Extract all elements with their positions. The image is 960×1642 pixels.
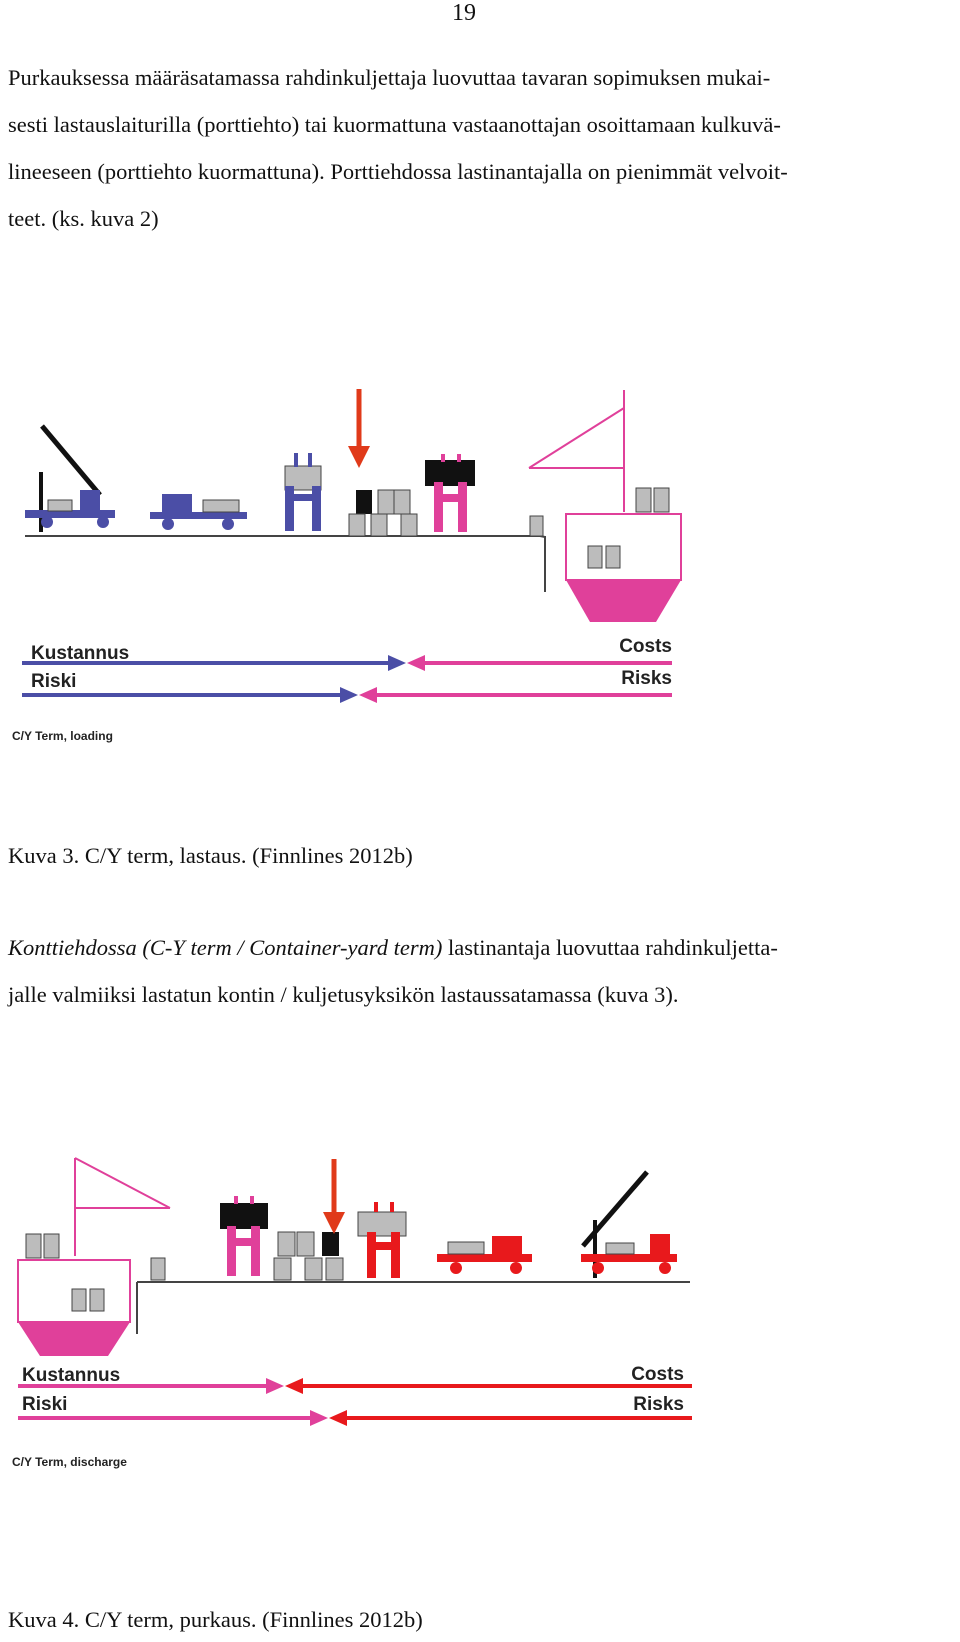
pink-straddle-carrier-icon <box>425 454 475 532</box>
paragraph-line: teet. (ks. kuva 2) <box>8 206 159 231</box>
ship-icon <box>17 1233 131 1356</box>
figure-caption: Kuva 3. C/Y term, lastaus. (Finnlines 20… <box>8 843 413 868</box>
forklift-truck-icon <box>581 1170 677 1278</box>
carrier-cost-arrowhead <box>407 655 425 671</box>
kustannus-label: Kustannus <box>31 643 129 664</box>
figure-cy-term-discharge: Kustannus Costs Riski Risks C/Y Term, di… <box>0 1156 700 1556</box>
figure-loading-illustration: Kustannus Costs Riski Risks C/Y Term, lo… <box>12 389 682 743</box>
straddle-carrier-icon <box>284 453 322 531</box>
carrier-risk-arrowhead <box>359 687 377 703</box>
ship-icon <box>565 487 682 622</box>
pink-straddle-carrier-icon <box>220 1196 268 1276</box>
consignee-cost-arrowhead <box>285 1378 303 1394</box>
figure-inner-label: C/Y Term, discharge <box>12 1455 127 1469</box>
riski-label: Riski <box>31 671 76 692</box>
ship-crane-icon <box>528 390 625 512</box>
paragraph-line: jalle valmiiksi lastatun kontin / kuljet… <box>8 982 679 1007</box>
paragraph-port-term: Purkauksessa määräsatamassa rahdinkuljet… <box>8 54 958 242</box>
paragraph-container-yard-term: Konttiehdossa (C-Y term / Container-yard… <box>8 924 958 1018</box>
carrier-cost-arrowhead <box>266 1378 284 1394</box>
figure-caption: Kuva 4. C/Y term, purkaus. (Finnlines 20… <box>8 1607 423 1632</box>
costs-label: Costs <box>619 636 672 657</box>
figure-inner-label: C/Y Term, loading <box>12 729 113 743</box>
risks-label: Risks <box>633 1394 684 1415</box>
truck-icon <box>437 1236 532 1274</box>
quay-container-icon <box>150 1257 166 1281</box>
costs-label: Costs <box>631 1364 684 1385</box>
quay-container-icon <box>529 515 544 537</box>
paragraph-line: lineeseen (porttiehto kuormattuna). Port… <box>8 159 788 184</box>
kustannus-label: Kustannus <box>22 1365 120 1386</box>
ship-crane-icon <box>74 1157 171 1256</box>
paragraph-line-rest: lastinantaja luovuttaa rahdinkuljetta- <box>442 935 778 960</box>
consignee-risk-arrowhead <box>329 1410 347 1426</box>
riski-label: Riski <box>22 1394 67 1415</box>
carrier-risk-arrowhead <box>310 1410 328 1426</box>
risks-label: Risks <box>621 668 672 689</box>
figure-discharge-illustration: Kustannus Costs Riski Risks C/Y Term, di… <box>12 1157 692 1469</box>
transfer-down-arrow-icon <box>348 389 370 468</box>
container-stack-icon <box>273 1231 344 1281</box>
forklift-truck-icon <box>25 424 115 532</box>
paragraph-line: Purkauksessa määräsatamassa rahdinkuljet… <box>8 65 771 90</box>
paragraph-line: Konttiehdossa (C-Y term / Container-yard… <box>8 924 958 971</box>
shipper-cost-arrowhead <box>388 655 406 671</box>
transfer-down-arrow-icon <box>323 1159 345 1234</box>
paragraph-line: sesti lastauslaiturilla (porttiehto) tai… <box>8 112 781 137</box>
page-number: 19 <box>452 0 476 26</box>
container-stack-icon <box>348 489 418 537</box>
italic-term: Konttiehdossa (C-Y term / Container-yard… <box>8 935 443 960</box>
truck-icon <box>150 494 247 530</box>
shipper-risk-arrowhead <box>340 687 358 703</box>
red-straddle-carrier-icon <box>357 1202 407 1278</box>
figure-cy-term-loading: Kustannus Costs Riski Risks C/Y Term, lo… <box>0 382 700 782</box>
